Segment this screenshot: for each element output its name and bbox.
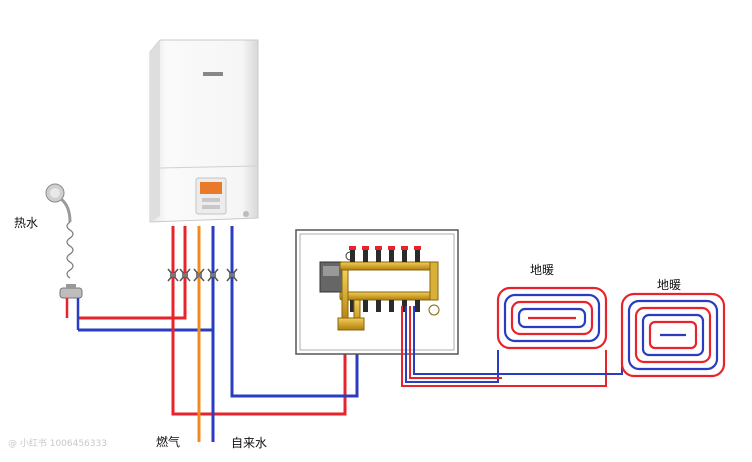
boiler [149,39,259,223]
watermark: @ 小红书 1006456333 [8,439,107,449]
tap-water-label: 自来水 [231,436,268,450]
manifold-icon [319,246,440,331]
floor-heating-loop-2 [620,292,726,378]
pipe-valves [167,268,238,282]
floor-heating-label-1: 地暖 [530,263,555,277]
floor-heating-label-2: 地暖 [657,278,682,292]
gas-label: 燃气 [156,435,181,449]
shower-head-icon [45,183,74,279]
floor-heating-loop-1 [496,286,608,350]
boiler-logo [203,72,223,76]
shower-mixer-icon [59,284,83,330]
boiler-control-panel [195,177,227,215]
hot-water-label: 热水 [14,216,39,230]
boiler-pipes [78,226,359,442]
